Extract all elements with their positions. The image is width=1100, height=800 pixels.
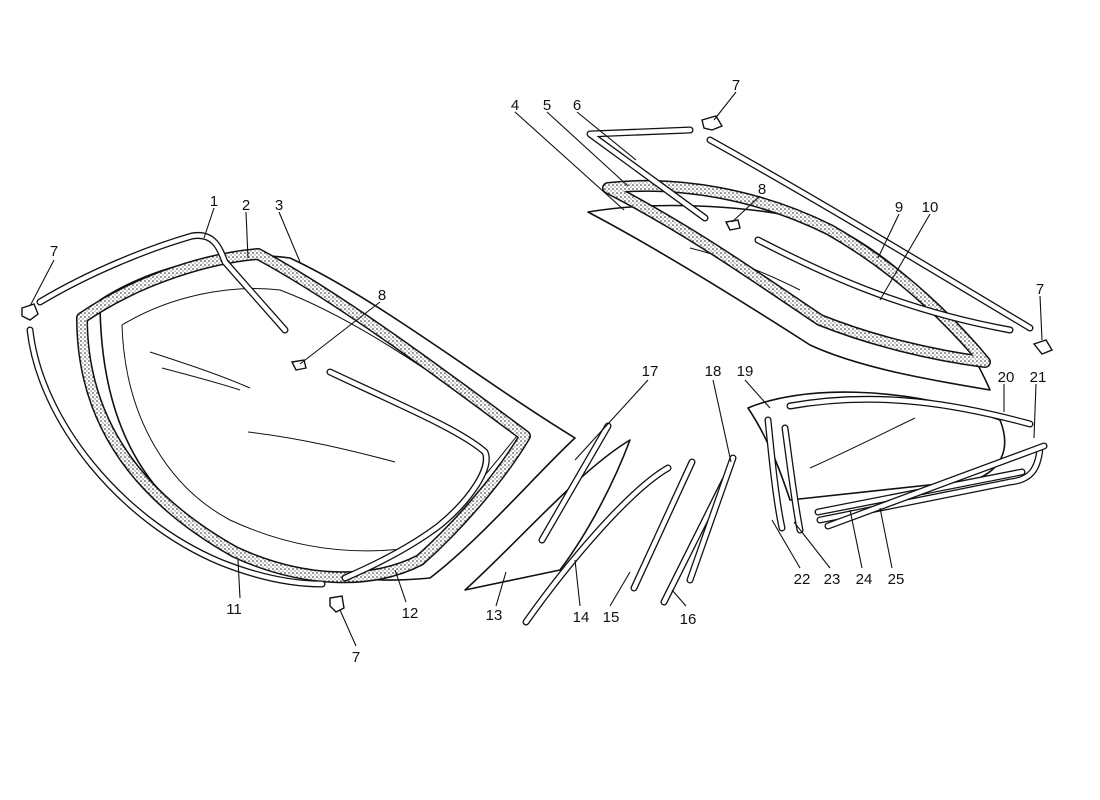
callout-17: 17 [642, 363, 659, 380]
clip-icon [701, 115, 724, 131]
callout-19: 19 [737, 363, 754, 380]
quarter-window-assembly [747, 391, 1048, 534]
callout-13: 13 [486, 607, 503, 624]
callout-6: 6 [573, 97, 581, 114]
callout-4: 4 [511, 97, 519, 114]
door-glass [464, 439, 631, 591]
callout-24: 24 [856, 571, 873, 588]
callout-16: 16 [680, 611, 697, 628]
windscreen-reflection [149, 351, 251, 389]
windscreen-seal-stipple [77, 249, 530, 582]
callout-7-right: 7 [1036, 281, 1044, 298]
rear-window-inner-trim [754, 236, 1014, 334]
callout-1: 1 [210, 193, 218, 210]
clip-icon [329, 595, 345, 613]
clip-icon [1032, 339, 1054, 355]
rear-window-glass [587, 204, 991, 391]
callout-23: 23 [824, 571, 841, 588]
callout-21: 21 [1030, 369, 1047, 386]
callout-22: 22 [794, 571, 811, 588]
callout-8-rear: 8 [758, 181, 766, 198]
rear-window-assembly [586, 115, 1054, 391]
windscreen-reflection [247, 431, 396, 463]
callout-15: 15 [603, 609, 620, 626]
callout-7-top: 7 [732, 77, 740, 94]
callout-3: 3 [275, 197, 283, 214]
callout-10: 10 [922, 199, 939, 216]
callout-12: 12 [402, 605, 419, 622]
quarter-reflection [809, 417, 916, 469]
door-glass-assembly [464, 422, 737, 626]
callout-2: 2 [242, 197, 250, 214]
windscreen-reflection [161, 367, 241, 391]
clip-icon [21, 303, 39, 321]
callout-14: 14 [573, 609, 590, 626]
callout-8-front: 8 [378, 287, 386, 304]
door-glass-seal [522, 464, 672, 626]
callout-18: 18 [705, 363, 722, 380]
callout-9: 9 [895, 199, 903, 216]
leader-lines [29, 91, 1043, 647]
windscreen-lower-trim [26, 326, 326, 588]
callout-11: 11 [226, 601, 242, 618]
callout-25: 25 [888, 571, 905, 588]
windscreen-assembly [21, 231, 576, 613]
callout-7-bottom: 7 [352, 649, 360, 666]
callout-7-left: 7 [50, 243, 58, 260]
callout-20: 20 [998, 369, 1015, 386]
callout-5: 5 [543, 97, 551, 114]
callout-labels: 1 2 3 4 5 6 7 7 7 7 8 8 9 10 11 12 13 14… [50, 77, 1047, 666]
quarter-glass [747, 391, 1006, 501]
